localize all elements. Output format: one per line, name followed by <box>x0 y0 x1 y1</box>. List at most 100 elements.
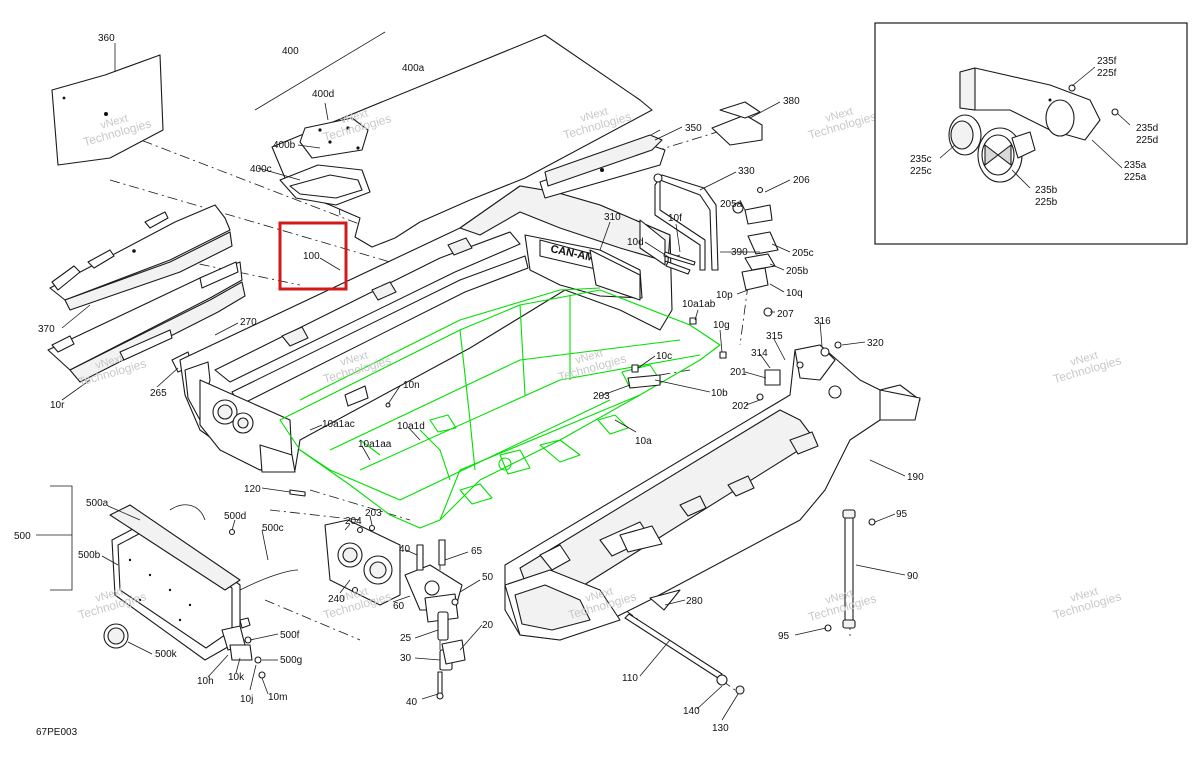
callout-10r: 10r <box>50 400 65 411</box>
callout-205b: 205b <box>786 266 809 277</box>
callout-500c: 500c <box>262 523 284 534</box>
hinge-rod-110 <box>624 613 745 695</box>
callout-120: 120 <box>244 484 261 495</box>
callout-10n: 10n <box>403 380 420 391</box>
bracket-380 <box>711 101 763 146</box>
callout-201: 201 <box>730 367 747 378</box>
callout-140: 140 <box>683 706 700 717</box>
highlight-box-100 <box>278 221 348 291</box>
callout-265: 265 <box>150 388 167 399</box>
callout-207: 207 <box>777 309 794 320</box>
side-rail-190 <box>504 344 921 641</box>
bed-box-310: CAN-AM <box>179 185 673 473</box>
callout-400a: 400a <box>402 63 425 74</box>
callout-204: 204 <box>345 516 362 527</box>
callout-500b: 500b <box>78 550 101 561</box>
callout-235d: 235d <box>1136 123 1158 134</box>
callout-400c: 400c <box>250 164 272 175</box>
callout-225b: 225b <box>1035 197 1058 208</box>
callout-400: 400 <box>282 46 299 57</box>
callout-50: 50 <box>482 572 494 583</box>
callout-10a1ab: 10a1ab <box>682 299 716 310</box>
callout-10k: 10k <box>228 672 245 683</box>
callout-95b: 95 <box>778 631 790 642</box>
callout-270: 270 <box>240 317 257 328</box>
hitch-parts <box>404 539 466 700</box>
callout-225c: 225c <box>910 166 932 177</box>
callout-500a: 500a <box>86 498 109 509</box>
callout-20: 20 <box>482 620 494 631</box>
callout-30: 30 <box>400 653 412 664</box>
detail-inset <box>874 22 1188 245</box>
callout-235a: 235a <box>1124 160 1147 171</box>
callout-235c: 235c <box>910 154 932 165</box>
bed-floor-10a <box>279 287 721 529</box>
callout-202: 202 <box>732 401 749 412</box>
callout-315: 315 <box>766 331 783 342</box>
callout-25: 25 <box>400 633 412 644</box>
callout-labels: 360 400 400a 400d 400b 400c 100 370 10r … <box>14 33 1158 738</box>
callout-500k: 500k <box>155 649 178 660</box>
callout-95a: 95 <box>896 509 908 520</box>
drawing-code: 67PE003 <box>36 727 78 738</box>
callout-240: 240 <box>328 594 345 605</box>
callout-316: 316 <box>814 316 831 327</box>
callout-10j: 10j <box>240 694 253 705</box>
hinge-parts-205 <box>732 186 779 317</box>
tailgate-500 <box>103 504 299 679</box>
callout-10g: 10g <box>713 320 730 331</box>
callout-leaders <box>36 43 906 721</box>
callout-400b: 400b <box>273 140 296 151</box>
panel-400b <box>299 117 369 159</box>
callout-225a: 225a <box>1124 172 1147 183</box>
callout-320: 320 <box>867 338 884 349</box>
callout-10f: 10f <box>668 213 682 224</box>
callout-330: 330 <box>738 166 755 177</box>
callout-10d: 10d <box>627 237 644 248</box>
callout-110: 110 <box>622 673 638 684</box>
callout-360: 360 <box>98 33 115 44</box>
mud-flap-360 <box>51 54 164 166</box>
callout-40b: 40 <box>406 697 418 708</box>
callout-370: 370 <box>38 324 55 335</box>
callout-190: 190 <box>907 472 924 483</box>
callout-205c: 205c <box>792 248 814 259</box>
side-rail-10r <box>47 261 246 383</box>
misc-fasteners <box>228 402 876 632</box>
callout-130: 130 <box>712 723 729 734</box>
callout-500: 500 <box>14 531 31 542</box>
panel-350 <box>539 134 666 199</box>
callout-380: 380 <box>783 96 800 107</box>
callout-10q: 10q <box>786 288 803 299</box>
callout-10a1ac: 10a1ac <box>322 419 355 430</box>
callout-235b: 235b <box>1035 185 1058 196</box>
callout-40a: 40 <box>399 544 411 555</box>
callout-235f: 235f <box>1097 56 1117 67</box>
callout-10b: 10b <box>711 388 728 399</box>
callout-314: 314 <box>751 348 768 359</box>
callout-500d: 500d <box>224 511 246 522</box>
callout-310: 310 <box>604 212 621 223</box>
fasteners-top <box>627 251 842 401</box>
side-rail-370 <box>49 204 233 311</box>
callout-10c: 10c <box>656 351 672 362</box>
callout-205a: 205a <box>720 199 743 210</box>
bed-cover-400a <box>254 31 653 248</box>
callout-90: 90 <box>907 571 919 582</box>
callout-60: 60 <box>393 601 405 612</box>
callout-350: 350 <box>685 123 702 134</box>
callout-10a1aa: 10a1aa <box>358 439 392 450</box>
callout-225f: 225f <box>1097 68 1117 79</box>
callout-10a1d: 10a1d <box>397 421 425 432</box>
panel-400c <box>279 164 371 206</box>
grab-handle-330 <box>653 173 719 271</box>
callout-10h: 10h <box>197 676 214 687</box>
callout-500g: 500g <box>280 655 302 666</box>
callout-225d: 225d <box>1136 135 1158 146</box>
